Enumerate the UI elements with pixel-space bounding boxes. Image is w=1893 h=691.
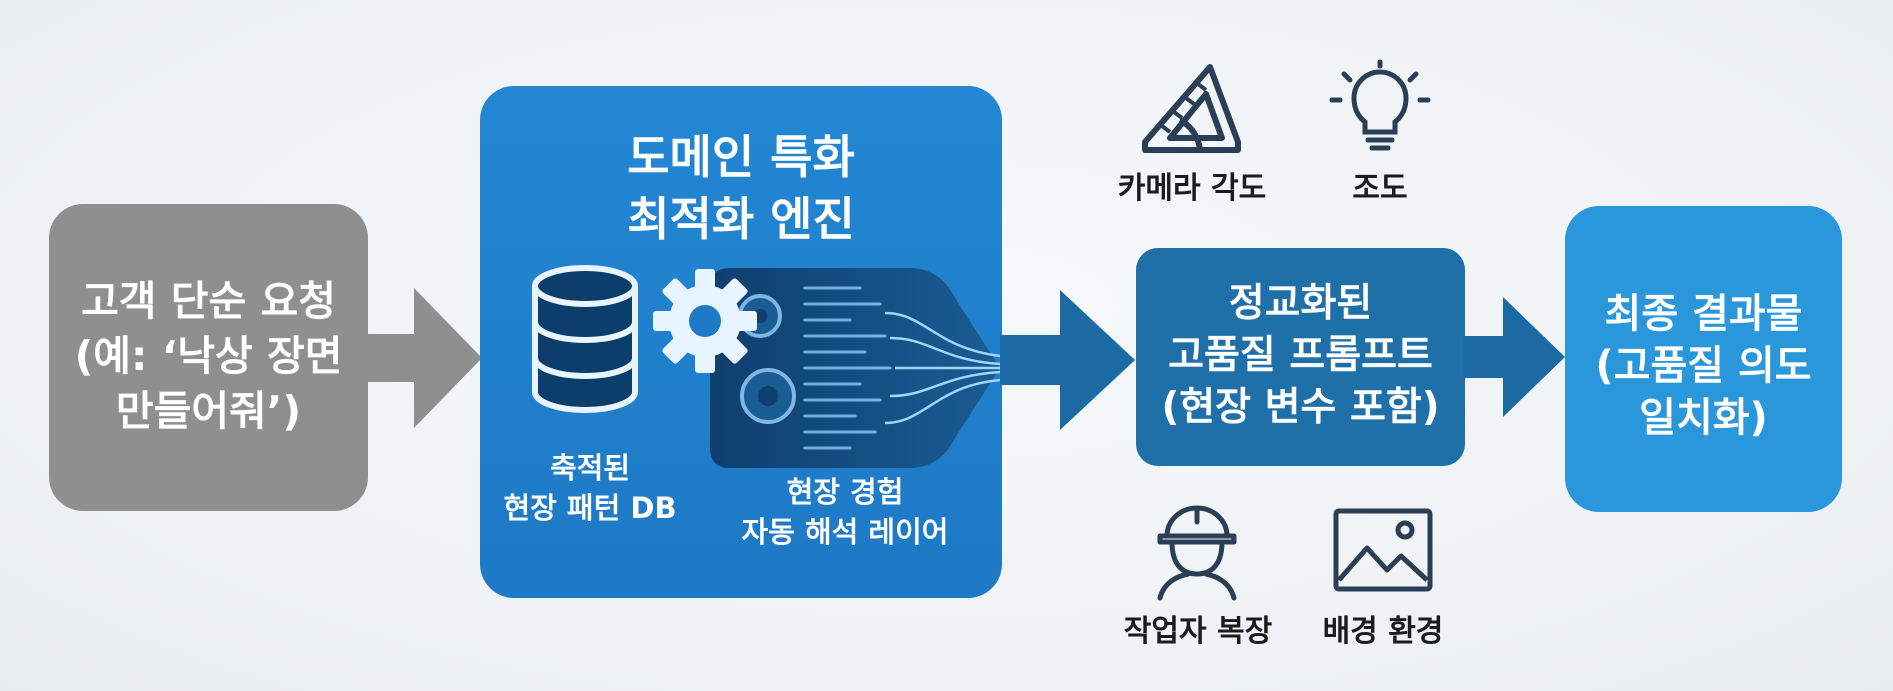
database-icon: [532, 265, 638, 413]
landscape-image-icon: [1333, 508, 1433, 592]
pattern-db-label-line-2: 현장 패턴 DB: [503, 491, 677, 525]
result-line-2: (고품질 의도: [1595, 343, 1812, 389]
lighting-label: 조도: [1352, 171, 1408, 206]
pattern-db-label: 축적된 현장 패턴 DB: [490, 448, 690, 528]
engine-title-line-1: 도메인 특화: [627, 130, 855, 184]
engine-title-line-2: 최적화 엔진: [627, 192, 855, 246]
camera-angle-label: 카메라 각도: [1117, 171, 1267, 206]
pattern-db-label-line-1: 축적된: [549, 451, 631, 485]
ruler-protractor-icon: [1142, 64, 1241, 153]
request-line-2: (예: ‘낙상 장면: [74, 332, 343, 380]
gear-icon: [653, 269, 757, 373]
background-environment-label: 배경 환경: [1322, 614, 1444, 649]
refined-prompt-box: 정교화된 고품질 프롬프트 (현장 변수 포함): [1136, 248, 1465, 466]
arrow-engine-to-prompt: [1000, 290, 1135, 430]
final-result-box: 최종 결과물 (고품질 의도 일치화): [1565, 206, 1842, 512]
request-line-1: 고객 단순 요청: [81, 277, 336, 325]
result-line-3: 일치화): [1639, 395, 1768, 441]
domain-optimization-engine-box: 도메인 특화 최적화 엔진: [480, 86, 1002, 598]
prompt-line-3: (현장 변수 포함): [1161, 385, 1440, 430]
request-line-3: 만들어줘’): [115, 387, 302, 435]
worker-outfit-label: 작업자 복장: [1123, 614, 1273, 649]
layer-label-line-2: 자동 해석 레이어: [741, 515, 949, 549]
code-panel-graphic: [710, 268, 1001, 468]
auto-interpretation-layer-label: 현장 경험 자동 해석 레이어: [710, 472, 980, 552]
layer-label-line-1: 현장 경험: [786, 475, 904, 509]
result-line-1: 최종 결과물: [1604, 291, 1803, 337]
arrow-request-to-engine: [366, 288, 482, 428]
prompt-line-1: 정교화된: [1228, 281, 1373, 326]
arrow-prompt-to-result: [1463, 297, 1565, 417]
engine-title: 도메인 특화 최적화 엔진: [480, 126, 1002, 250]
light-bulb-icon: [1329, 59, 1431, 151]
prompt-line-2: 고품질 프롬프트: [1168, 333, 1433, 378]
hard-hat-worker-icon: [1157, 505, 1237, 601]
customer-request-box: 고객 단순 요청 (예: ‘낙상 장면 만들어줘’): [49, 204, 368, 511]
